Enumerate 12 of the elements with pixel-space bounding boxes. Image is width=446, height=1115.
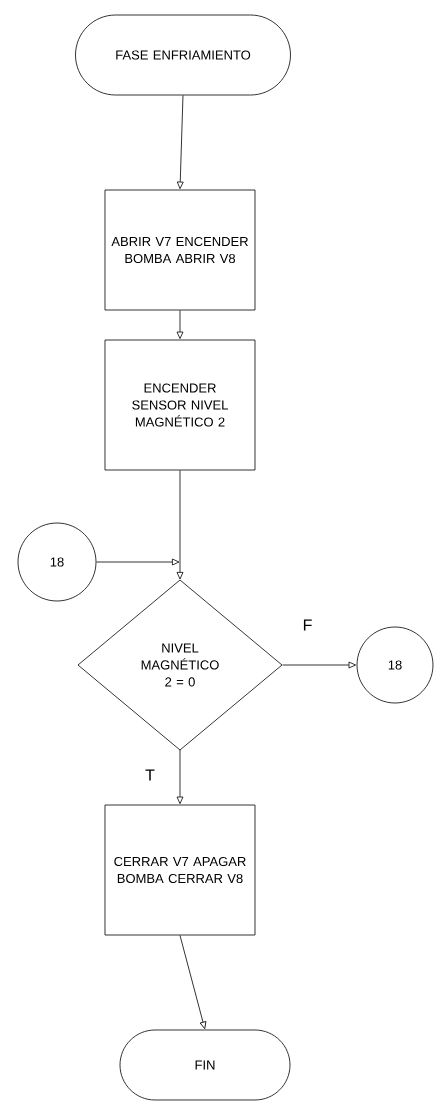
process-box: ABRIR V7 ENCENDER BOMBA ABRIR V8 xyxy=(104,189,256,311)
arrow xyxy=(96,558,180,566)
process-box: CERRAR V7 APAGAR BOMBA CERRAR V8 xyxy=(104,804,256,936)
arrow xyxy=(176,470,184,580)
edge-label: T xyxy=(144,768,156,782)
edge-label: F xyxy=(301,618,314,632)
arrow xyxy=(176,95,184,189)
arrow xyxy=(176,310,184,339)
arrow xyxy=(176,749,184,804)
arrow xyxy=(282,661,356,669)
arrow xyxy=(179,935,207,1030)
process-box: ENCENDER SENSOR NIVEL MAGNÉTICO 2 xyxy=(104,339,256,471)
